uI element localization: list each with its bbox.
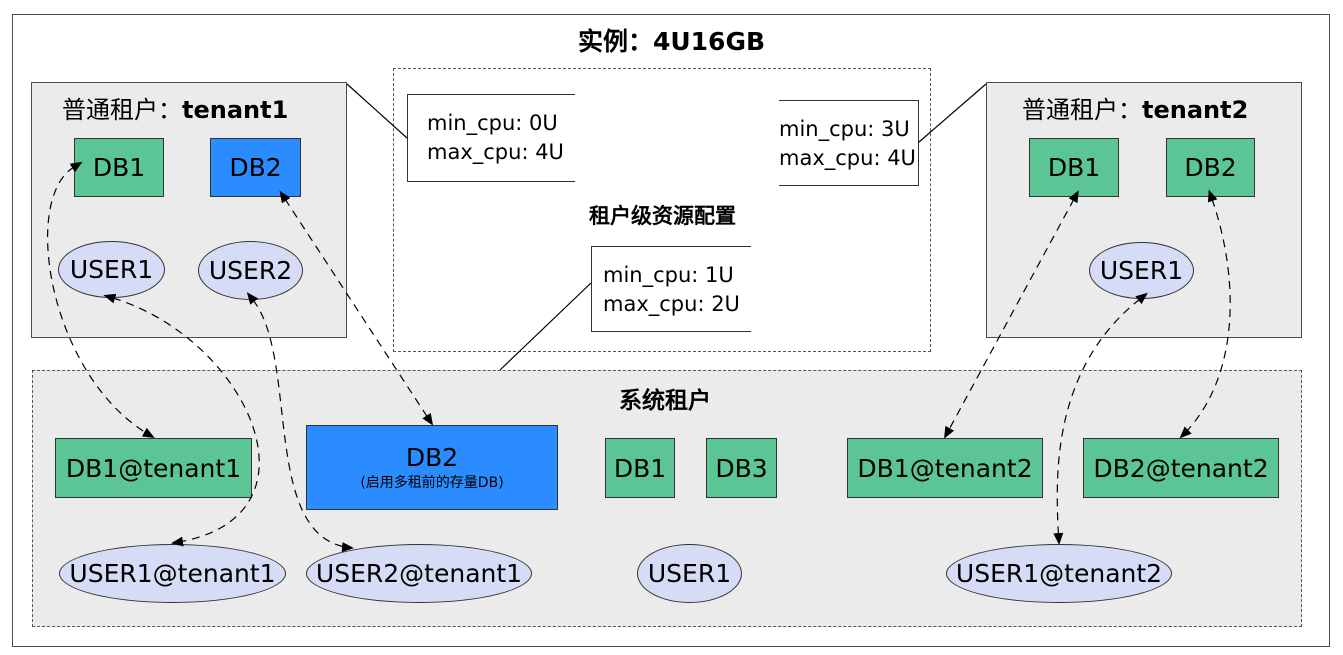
tenant1-max-cpu: max_cpu: 4U — [427, 140, 564, 164]
tenant2-db2[interactable]: DB2 — [1166, 138, 1255, 197]
link-t2db2-sysdb2 — [1179, 189, 1231, 439]
tenant2-title-name: tenant2 — [1142, 96, 1249, 124]
system-db2-legacy-name: DB2 — [405, 443, 459, 473]
link-t1db1-sysdb1 — [47, 161, 155, 438]
tenant2-title-prefix: 普通租户： — [1022, 96, 1142, 124]
link-t1user2-sysuser2 — [246, 292, 354, 553]
system-min-cpu: min_cpu: 1U — [603, 263, 734, 287]
system-db3[interactable]: DB3 — [706, 438, 777, 498]
tenant1-db2[interactable]: DB2 — [210, 138, 301, 197]
system-user1-tenant2[interactable]: USER1@tenant2 — [946, 544, 1172, 603]
tenant1-min-cpu: min_cpu: 0U — [427, 111, 558, 135]
leader-tenant2 — [918, 83, 987, 143]
system-cpu-config: min_cpu: 1U max_cpu: 2U — [591, 246, 751, 332]
link-t1db2-sysdb2 — [279, 190, 434, 426]
leader-tenant1 — [346, 83, 408, 139]
tenant2-user1[interactable]: USER1 — [1089, 242, 1194, 299]
tenant2-title: 普通租户：tenant2 — [1022, 90, 1248, 125]
system-tenant-label: 系统租户 — [619, 388, 711, 414]
link-t2user1-sysuser1 — [1053, 292, 1148, 545]
leader-system — [499, 282, 592, 371]
tenant2-min-cpu: min_cpu: 3U — [779, 117, 910, 141]
system-db1-tenant2[interactable]: DB1@tenant2 — [847, 438, 1043, 498]
resource-config-label: 租户级资源配置 — [589, 204, 736, 228]
tenant2-db1[interactable]: DB1 — [1029, 138, 1119, 197]
system-max-cpu: max_cpu: 2U — [603, 292, 740, 316]
link-t2db1-sysdb1 — [944, 190, 1079, 439]
system-user1-tenant1[interactable]: USER1@tenant1 — [59, 544, 286, 603]
system-user1[interactable]: USER1 — [637, 544, 742, 603]
system-db1[interactable]: DB1 — [605, 438, 675, 498]
system-db2-legacy-note: (启用多租前的存量DB) — [360, 474, 504, 491]
tenant1-cpu-config: min_cpu: 0U max_cpu: 4U — [407, 94, 575, 182]
link-t1user1-sysuser1 — [103, 293, 260, 547]
tenant1-title-name: tenant1 — [182, 96, 289, 124]
system-user2-tenant1[interactable]: USER2@tenant1 — [306, 544, 532, 603]
tenant2-cpu-config: min_cpu: 3U max_cpu: 4U — [779, 100, 919, 186]
tenant1-title-prefix: 普通租户： — [62, 96, 182, 124]
tenant2-max-cpu: max_cpu: 4U — [779, 146, 916, 170]
instance-title: 实例：4U16GB — [577, 27, 766, 56]
tenant1-title: 普通租户：tenant1 — [62, 90, 288, 125]
